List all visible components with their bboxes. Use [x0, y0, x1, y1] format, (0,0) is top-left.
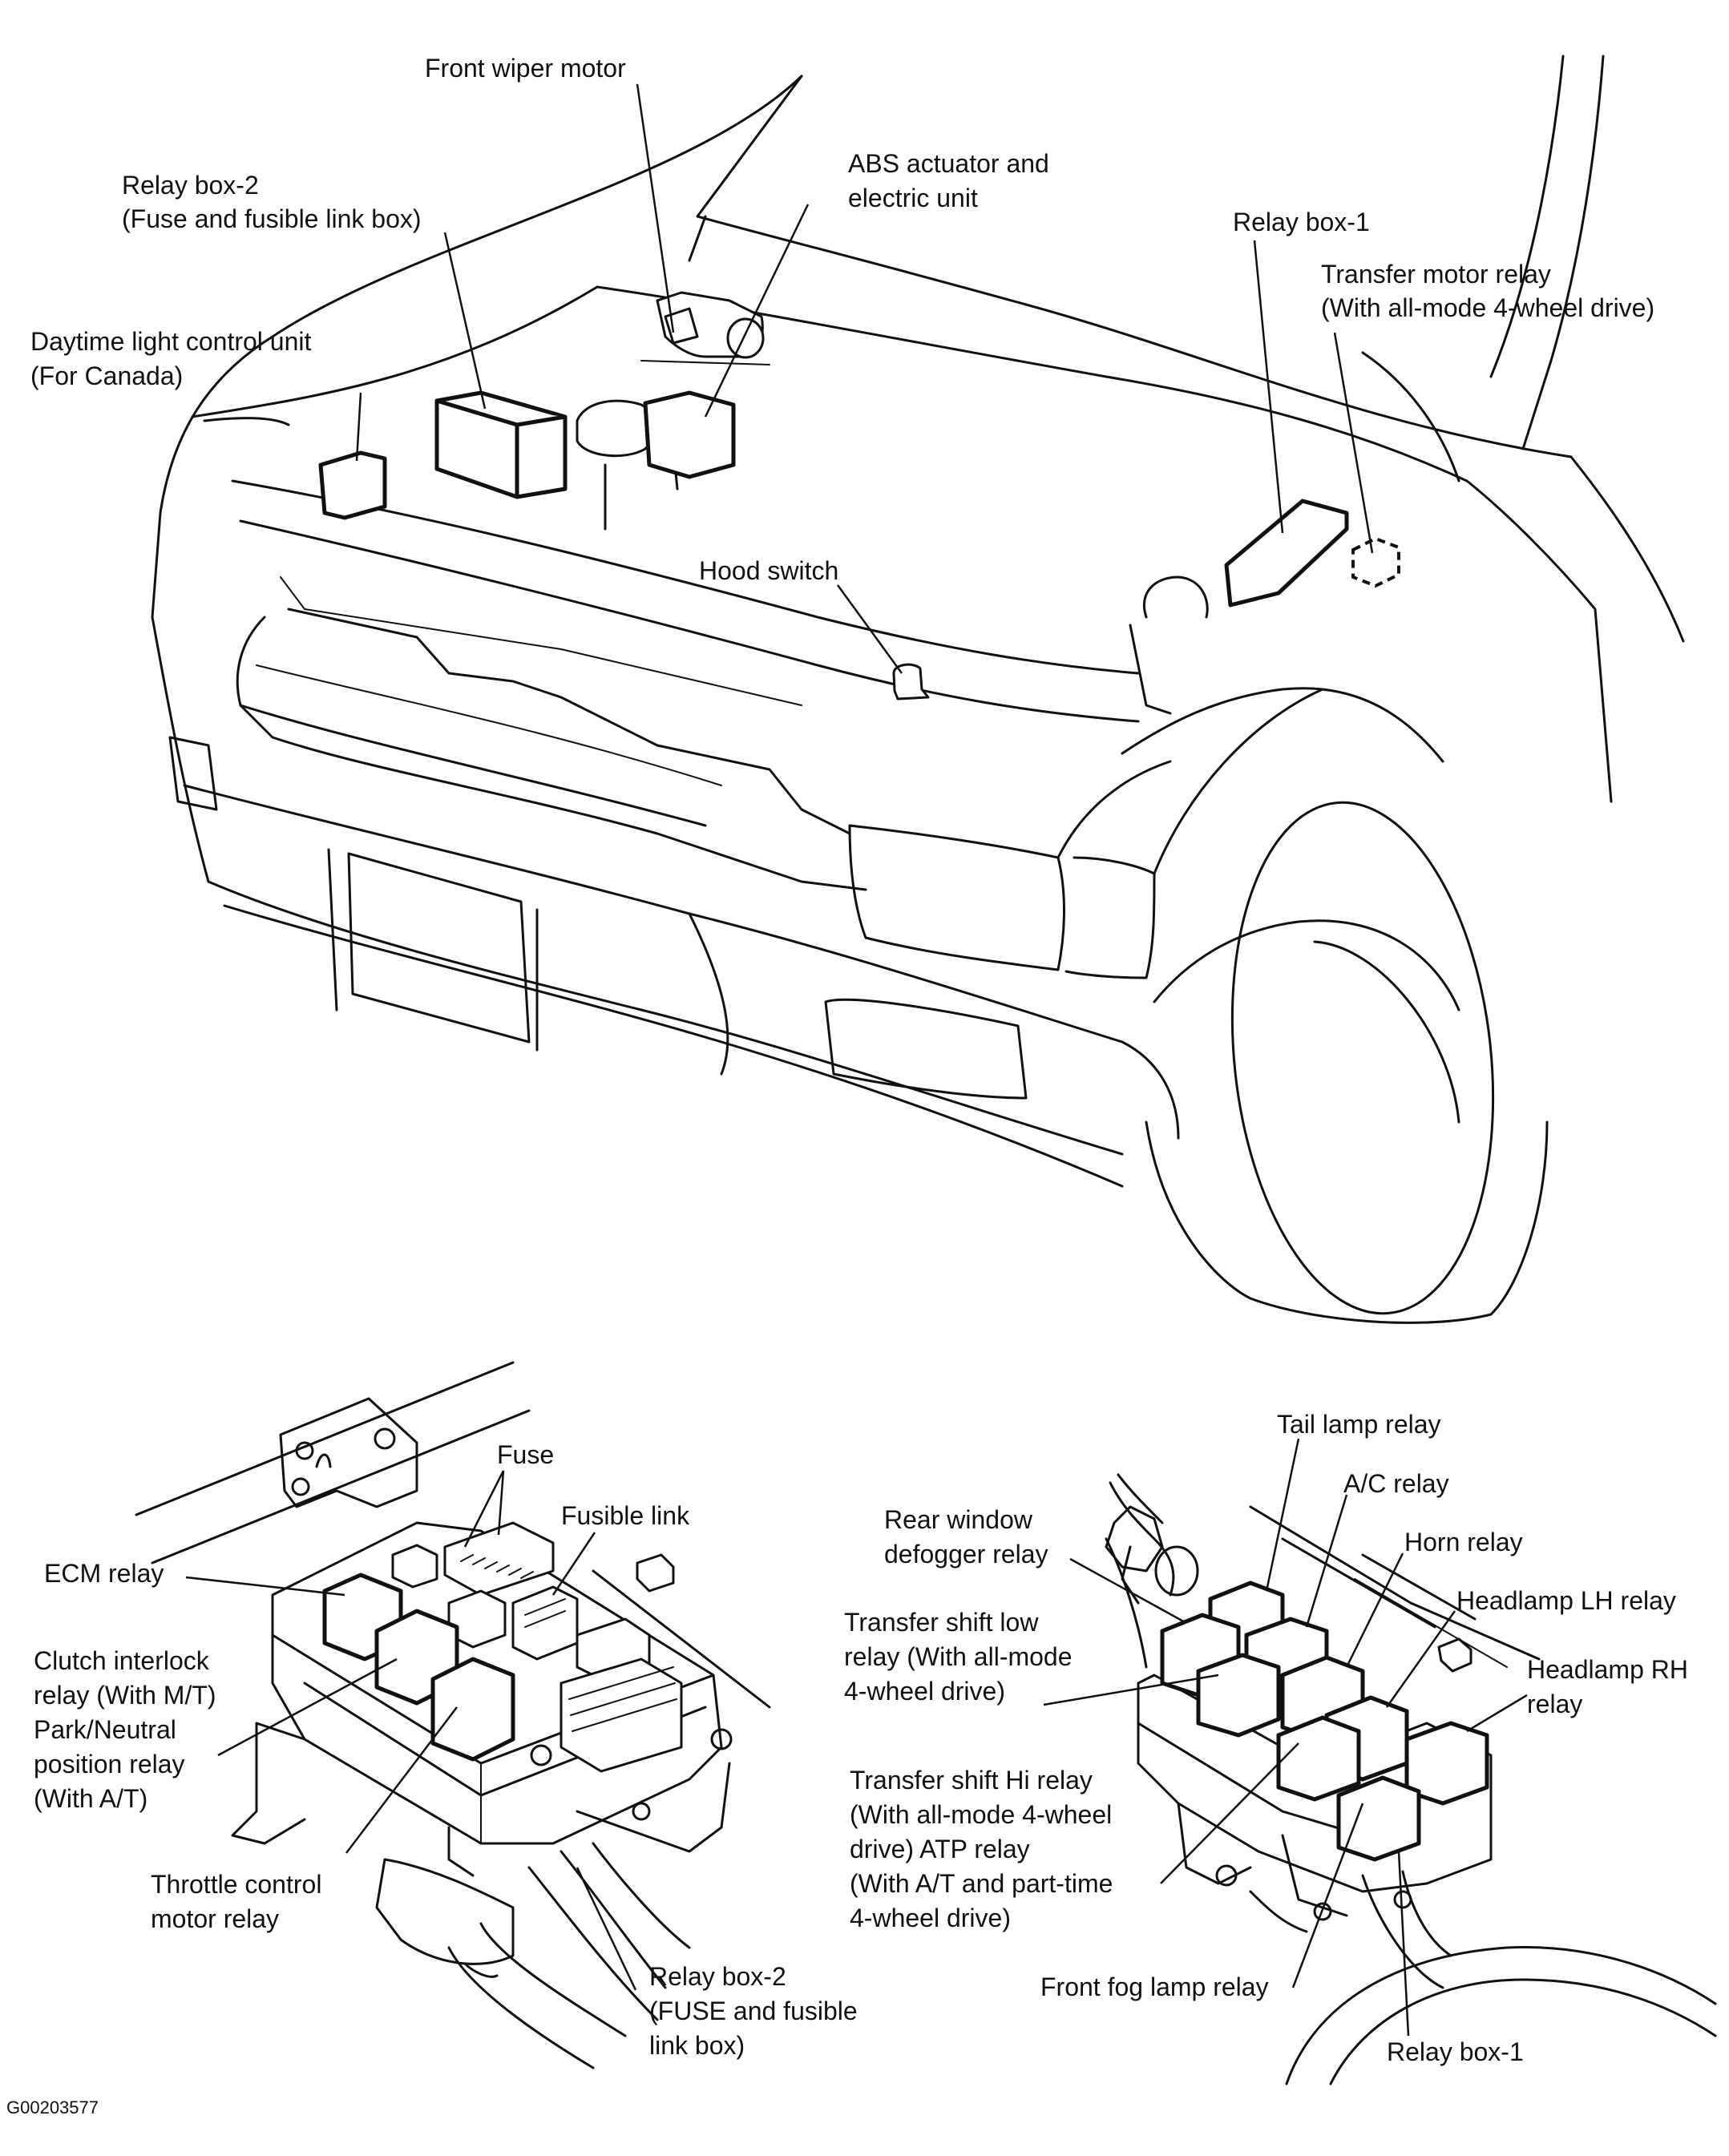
- left-detail-leaders: [185, 1470, 637, 1991]
- label-headlamp-lh-relay: Headlamp LH relay: [1456, 1586, 1676, 1615]
- label-clutch-line1: Clutch interlock: [34, 1646, 210, 1675]
- label-clutch-line4: position relay: [34, 1750, 185, 1778]
- label-relay-box-2-subtitle: (Fuse and fusible link box): [122, 204, 422, 233]
- label-transfer-shift-hi-line4: (With A/T and part-time: [850, 1869, 1113, 1898]
- label-clutch-line2: relay (With M/T): [34, 1681, 216, 1710]
- label-relay-box-1-top: Relay box-1: [1233, 208, 1370, 236]
- label-headlamp-rh-line1: Headlamp RH: [1527, 1655, 1688, 1684]
- label-rb2-line2: (FUSE and fusible: [649, 1997, 858, 2025]
- label-ecm-relay: ECM relay: [44, 1559, 164, 1588]
- transfer-motor-relay-component: [1351, 536, 1400, 588]
- label-rear-window-line2: defogger relay: [884, 1540, 1048, 1569]
- label-front-fog-lamp-relay: Front fog lamp relay: [1040, 1972, 1269, 2001]
- label-tail-lamp-relay: Tail lamp relay: [1277, 1410, 1441, 1439]
- hood-switch-component: [892, 663, 930, 700]
- top-leader-lines: [355, 83, 1374, 674]
- relay-box-2-component: [434, 390, 568, 499]
- relay-box-1-component: [1224, 499, 1349, 608]
- label-clutch-line5: (With A/T): [34, 1784, 147, 1813]
- daytime-light-control-unit-component: [318, 450, 387, 520]
- abs-actuator-component: [643, 390, 736, 479]
- right-detail-leaders: [1043, 1438, 1528, 2037]
- label-horn-relay: Horn relay: [1404, 1528, 1523, 1556]
- label-relay-box-2-title: Relay box-2: [122, 171, 259, 200]
- relay-box-1-detail: [1105, 1473, 1717, 2085]
- label-throttle-line2: motor relay: [151, 1904, 279, 1933]
- label-transfer-shift-hi-line5: 4-wheel drive): [850, 1904, 1011, 1932]
- label-daytime-light-canada: (For Canada): [30, 361, 183, 390]
- label-rb2-line1: Relay box-2: [649, 1962, 786, 1991]
- label-transfer-shift-hi-line3: drive) ATP relay: [850, 1835, 1030, 1863]
- label-hood-switch: Hood switch: [699, 556, 838, 585]
- label-front-wiper-motor: Front wiper motor: [425, 54, 626, 83]
- label-daytime-light: Daytime light control unit: [30, 327, 311, 356]
- label-abs-line1: ABS actuator and: [848, 149, 1049, 178]
- label-transfer-shift-low-line2: relay (With all-mode: [844, 1642, 1073, 1671]
- label-rb2-line3: link box): [649, 2031, 745, 2060]
- label-rear-window-line1: Rear window: [884, 1505, 1033, 1534]
- label-transfer-shift-hi-line2: (With all-mode 4-wheel: [850, 1800, 1112, 1829]
- label-relay-box-1-detail: Relay box-1: [1387, 2037, 1524, 2066]
- front-wiper-motor: [640, 291, 770, 365]
- label-fusible-link: Fusible link: [561, 1501, 690, 1530]
- label-transfer-motor-condition: (With all-mode 4-wheel drive): [1321, 293, 1654, 322]
- label-transfer-shift-low-line1: Transfer shift low: [844, 1608, 1039, 1637]
- label-ac-relay: A/C relay: [1343, 1469, 1449, 1498]
- label-transfer-shift-hi-line1: Transfer shift Hi relay: [850, 1766, 1093, 1795]
- label-headlamp-rh-line2: relay: [1527, 1690, 1582, 1718]
- label-throttle-line1: Throttle control: [151, 1870, 321, 1899]
- label-transfer-motor-relay: Transfer motor relay: [1321, 260, 1551, 289]
- label-transfer-shift-low-line3: 4-wheel drive): [844, 1677, 1005, 1706]
- label-fuse: Fuse: [497, 1440, 554, 1469]
- label-clutch-line3: Park/Neutral: [34, 1715, 176, 1744]
- figure-code: G00203577: [6, 2097, 99, 2118]
- label-abs-line2: electric unit: [848, 184, 978, 212]
- relay-box-2-detail: [135, 1361, 771, 2069]
